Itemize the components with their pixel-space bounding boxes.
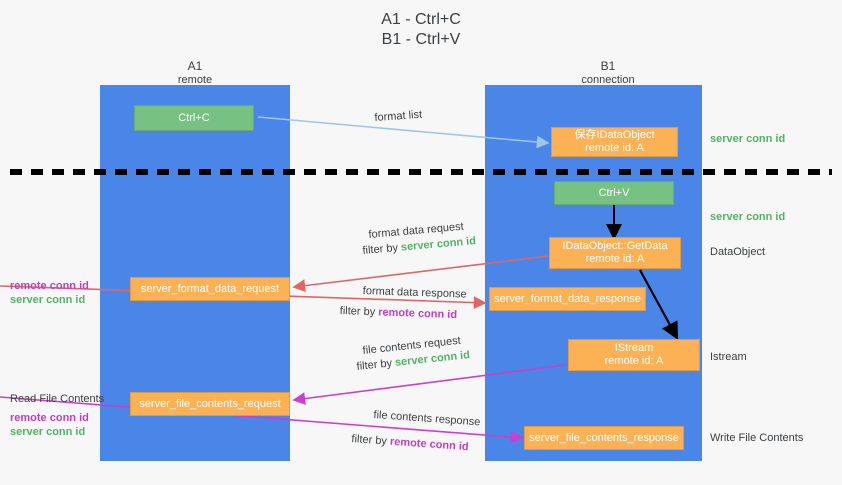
title-line-2: B1 - Ctrl+V — [381, 31, 461, 48]
column-header-b1-sub: connection — [581, 74, 635, 86]
box-ctrl-c-label: Ctrl+C — [178, 111, 210, 124]
box-ctrl-v-label: Ctrl+V — [598, 186, 630, 199]
box-server-file-contents-request-label: server_file_contents_request — [139, 397, 281, 410]
annotation-write-file-contents: Write File Contents — [710, 432, 804, 444]
box-server-format-data-request[interactable]: server_format_data_request — [130, 277, 290, 301]
page-title: A1 - Ctrl+C B1 - Ctrl+V — [0, 10, 842, 50]
annotation-remote-conn-id-1: remote conn id — [10, 280, 89, 292]
box-idataobject-title: 保存IDataObject — [574, 129, 655, 141]
edge-label-file-contents-response: file contents response — [373, 408, 481, 429]
annotation-remote-conn-id-2: remote conn id — [10, 412, 89, 424]
box-server-file-contents-request[interactable]: server_file_contents_request — [130, 392, 290, 416]
filter-prefix: filter by — [339, 304, 379, 319]
annotation-server-conn-id-mid: server conn id — [710, 211, 786, 223]
column-header-a1: A1 remote — [115, 59, 275, 87]
filter-prefix: filter by — [351, 432, 391, 448]
box-server-file-contents-response-label: server_file_contents_response — [529, 431, 679, 444]
box-server-format-data-response-label: server_format_data_response — [494, 292, 641, 305]
edge-label-format-list: format list — [374, 108, 423, 124]
box-idataobject[interactable]: 保存IDataObject remote id: A — [551, 127, 678, 157]
box-istream-sub: remote id: A — [604, 355, 664, 367]
box-ctrl-c[interactable]: Ctrl+C — [134, 105, 254, 131]
annotation-server-conn-id-2: server conn id — [10, 426, 86, 438]
column-header-a1-sub: remote — [177, 74, 213, 86]
box-getdata-title: IDataObject::GetData — [562, 240, 668, 252]
column-header-b1: B1 connection — [528, 59, 688, 87]
box-ctrl-v[interactable]: Ctrl+V — [554, 181, 674, 205]
box-istream[interactable]: IStream remote id: A — [568, 339, 700, 371]
edge-label-file-contents-response-filter: filter by remote conn id — [351, 432, 469, 454]
edge-label-format-data-response-filter: filter by remote conn id — [340, 304, 458, 322]
filter-prefix: filter by — [362, 241, 402, 257]
column-header-a1-name: A1 — [187, 59, 203, 73]
annotation-server-conn-id-top: server conn id — [710, 133, 786, 145]
annotation-read-file-contents: Read File Contents — [10, 393, 105, 405]
filter-value-remote-conn-id: remote conn id — [378, 306, 458, 322]
box-server-format-data-request-label: server_format_data_request — [140, 282, 280, 295]
filter-prefix: filter by — [356, 356, 396, 373]
annotation-server-conn-id-1: server conn id — [10, 294, 86, 306]
box-idataobject-getdata[interactable]: IDataObject::GetData remote id: A — [549, 237, 681, 269]
box-istream-title: IStream — [614, 342, 654, 354]
filter-value-remote-conn-id: remote conn id — [389, 435, 470, 454]
box-server-format-data-response[interactable]: server_format_data_response — [489, 287, 646, 311]
edge-label-format-data-response: format data response — [362, 284, 467, 301]
title-line-1: A1 - Ctrl+C — [381, 11, 461, 28]
column-header-b1-name: B1 — [600, 59, 616, 73]
box-idataobject-sub: remote id: A — [585, 142, 644, 154]
box-getdata-sub: remote id: A — [585, 253, 645, 265]
annotation-istream: Istream — [710, 351, 747, 363]
box-server-file-contents-response[interactable]: server_file_contents_response — [524, 426, 684, 450]
annotation-data-object: DataObject — [710, 246, 766, 258]
